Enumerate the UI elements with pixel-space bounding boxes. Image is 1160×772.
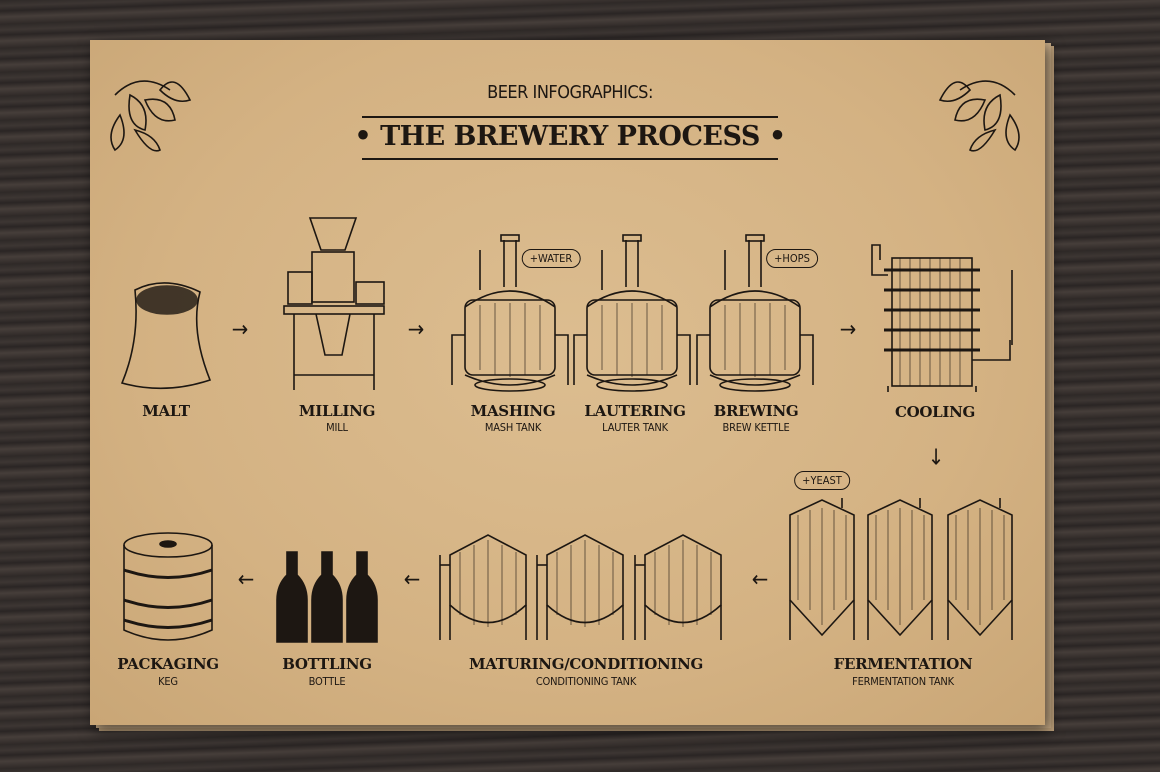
- step-sub-mill: MILL: [326, 421, 348, 434]
- title-text: THE BREWERY PROCESS: [380, 121, 760, 152]
- supertitle: BEER INFOGRAPHICS:: [487, 82, 653, 103]
- hops-badge: +HOPS: [766, 249, 818, 268]
- step-label-packaging: PACKAGING: [117, 655, 219, 673]
- step-label-fermentation: FERMENTATION: [833, 655, 973, 673]
- step-sub-keg: KEG: [158, 675, 178, 688]
- conditioning-tank-1: [439, 534, 527, 641]
- step-label-mashing: MASHING: [470, 402, 556, 420]
- arrow-left-icon: ←: [403, 567, 421, 593]
- hops-decoration-left: [110, 80, 191, 152]
- step-sub-conditioning-tank: CONDITIONING TANK: [535, 675, 637, 688]
- step-sub-lauter-tank: LAUTER TANK: [602, 421, 668, 434]
- step-sub-bottle: BOTTLE: [308, 675, 346, 688]
- step-sub-brew-kettle: BREW KETTLE: [722, 421, 790, 434]
- step-label-brewing: BREWING: [713, 402, 799, 420]
- fermentation-tank-1: [789, 497, 855, 641]
- arrow-left-icon: ←: [237, 567, 255, 593]
- step-label-milling: MILLING: [298, 402, 376, 420]
- step-label-lautering: LAUTERING: [584, 402, 686, 420]
- cooler-illustration: [871, 244, 1013, 392]
- conditioning-tank-3: [634, 534, 722, 641]
- step-label-bottling: BOTTLING: [282, 655, 372, 673]
- step-sub-fermentation-tank: FERMENTATION TANK: [852, 675, 954, 688]
- fermentation-tank-3: [947, 497, 1013, 641]
- title-rule-top: [362, 116, 778, 118]
- page-title: • THE BREWERY PROCESS •: [354, 121, 786, 152]
- arrow-right-icon: →: [839, 317, 857, 343]
- arrow-left-icon: ←: [751, 567, 769, 593]
- bottle-2: [311, 551, 343, 643]
- yeast-badge: +YEAST: [794, 471, 850, 490]
- title-bullet-right: •: [768, 121, 786, 152]
- keg-illustration: [123, 532, 213, 641]
- arrow-right-icon: →: [407, 317, 425, 343]
- step-label-cooling: COOLING: [894, 403, 976, 421]
- hops-decoration-right: [939, 80, 1020, 152]
- fermentation-tank-2: [867, 497, 933, 641]
- arrow-down-icon: ↓: [927, 445, 945, 471]
- title-rule-bottom: [362, 158, 778, 160]
- water-badge: +WATER: [521, 249, 581, 268]
- step-sub-mash-tank: MASH TANK: [484, 421, 542, 434]
- mill-illustration: [283, 217, 385, 390]
- bottle-1: [276, 551, 308, 643]
- step-label-maturing: MATURING/CONDITIONING: [468, 655, 704, 673]
- malt-sack-illustration: [120, 282, 212, 390]
- conditioning-tank-2: [536, 534, 624, 641]
- lauter-tank-illustration: [573, 234, 691, 392]
- title-bullet-left: •: [354, 121, 372, 152]
- arrow-right-icon: →: [231, 317, 249, 343]
- bottle-3: [346, 551, 378, 643]
- step-label-malt: MALT: [142, 402, 190, 420]
